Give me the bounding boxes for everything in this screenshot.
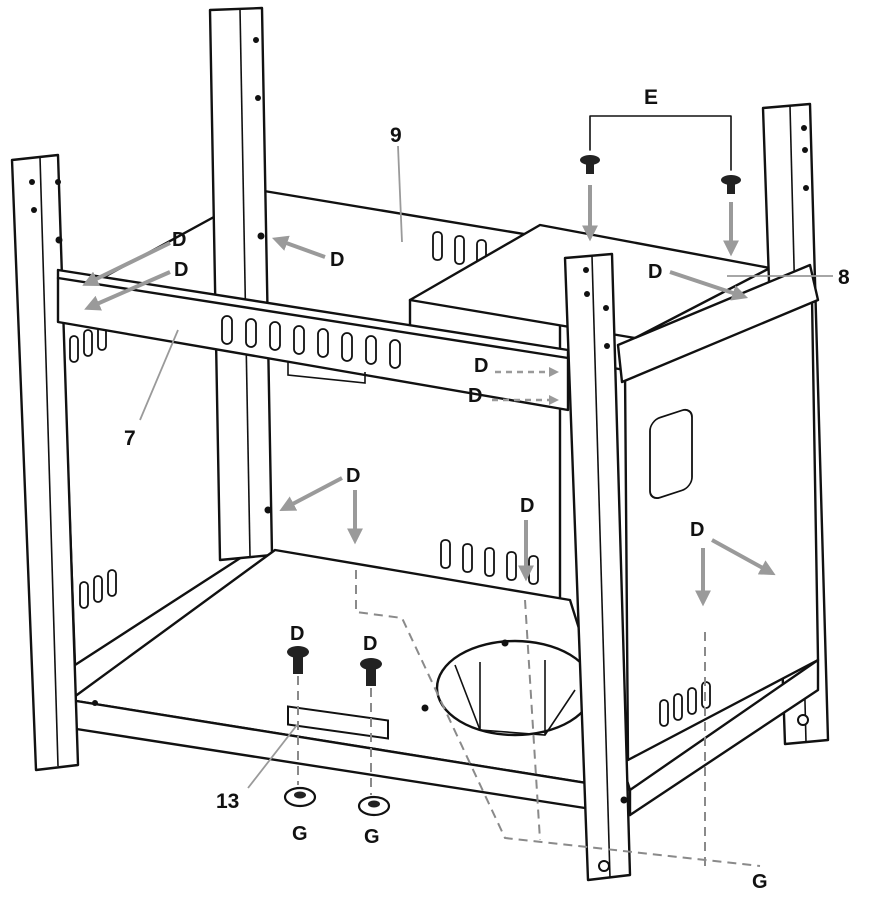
fastener-d-label-11: D <box>363 633 377 655</box>
fastener-d-label-1: D <box>172 229 186 251</box>
back-left-leg <box>208 6 274 562</box>
bottom-tray <box>68 548 820 817</box>
part-7-label: 7 <box>124 427 136 450</box>
fastener-d-label-10: D <box>290 623 304 645</box>
nut-g-left <box>283 786 317 808</box>
install-dashed-lines <box>297 570 761 870</box>
front-right-leg <box>563 252 632 882</box>
direction-arrows <box>82 185 776 607</box>
screw-d-left <box>287 646 309 674</box>
screw-e-right <box>721 175 741 194</box>
fastener-d-label-8: D <box>520 495 534 517</box>
fastener-d-label-3: D <box>330 249 344 271</box>
fastener-d-label-9: D <box>690 519 704 541</box>
fastener-g-label-2: G <box>364 826 380 848</box>
fastener-e-label: E <box>644 86 658 109</box>
part-8-label: 8 <box>838 266 850 289</box>
tray-bracket <box>287 705 389 740</box>
tray-cutout <box>435 639 595 737</box>
part-9-label: 9 <box>390 124 402 147</box>
screw-d-right <box>360 658 382 686</box>
front-left-leg <box>10 153 80 772</box>
fastener-d-label-2: D <box>174 259 188 281</box>
fastener-g-label-3: G <box>752 871 768 893</box>
fastener-g-label-1: G <box>292 823 308 845</box>
e-bracket-line <box>589 115 732 171</box>
nut-g-right <box>357 795 391 817</box>
leader-lines <box>139 145 833 789</box>
front-crossbar <box>56 268 570 412</box>
fastener-d-label-7: D <box>346 465 360 487</box>
fastener-d-label-4: D <box>648 261 662 283</box>
fastener-d-label-6: D <box>468 385 482 407</box>
screw-e-left <box>580 155 600 174</box>
part-13-label: 13 <box>216 790 239 813</box>
fastener-d-label-5: D <box>474 355 488 377</box>
